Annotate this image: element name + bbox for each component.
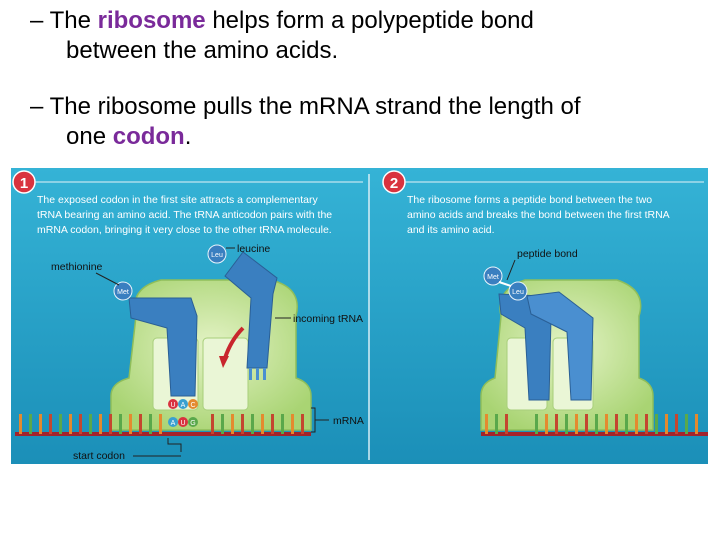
met-label-2: Met (487, 274, 499, 281)
translation-figure: 1 The exposed codon in the first site at… (11, 168, 708, 464)
label-methionine: methionine (51, 261, 103, 273)
label-leucine: leucine (237, 243, 270, 255)
highlight-codon: codon (113, 123, 185, 150)
caption-2-line-3: and its amino acid. (407, 224, 495, 236)
svg-text:U: U (170, 402, 175, 409)
label-mrna: mRNA (333, 415, 364, 427)
bullet-1: – The ribosome helps form a polypeptide … (30, 6, 690, 66)
svg-text:A: A (171, 420, 176, 427)
bullet-1-line-2: between the amino acids. (30, 36, 690, 66)
step-number-2: 2 (390, 175, 398, 192)
bullet-dash: – (30, 93, 43, 120)
leu-label: Leu (211, 252, 223, 259)
bullet-text-pre: The ribosome pulls the m (50, 93, 319, 120)
ribosome-site-a (203, 338, 248, 410)
anticodon-letters: U A C (168, 399, 198, 409)
codon-letters: A U G (168, 417, 198, 427)
svg-text:A: A (181, 402, 186, 409)
bullet-dash: – (30, 7, 43, 34)
label-incoming-trna: incoming tRNA (293, 313, 363, 325)
bullet-text-post: helps form a polypeptide bond (206, 7, 534, 34)
leu-label-2: Leu (512, 289, 524, 296)
caption-1-line-1: The exposed codon in the first site attr… (37, 194, 318, 206)
caption-2-line-1: The ribosome forms a peptide bond betwee… (407, 194, 652, 206)
met-label: Met (117, 289, 129, 296)
label-start-codon: start codon (73, 450, 125, 462)
label-peptide-bond: peptide bond (517, 248, 578, 260)
mrna-bases (19, 414, 304, 434)
highlight-ribosome: ribosome (98, 7, 206, 34)
svg-text:C: C (190, 402, 195, 409)
bullet-line2-pre: one (66, 123, 113, 150)
bullet-text-mid: RNA strand the length of (319, 93, 581, 120)
svg-text:G: G (190, 420, 195, 427)
caption-2-line-2: amino acids and breaks the bond between … (407, 209, 670, 221)
bullet-2-line-2: one codon. (30, 122, 710, 152)
caption-1-line-3: mRNA codon, bringing it very close to th… (37, 224, 332, 236)
caption-1-line-2: tRNA bearing an amino acid. The tRNA ant… (37, 209, 332, 221)
trna-leucine-legs (249, 368, 266, 380)
step-number-1: 1 (20, 175, 28, 192)
bullet-line2-post: . (185, 123, 192, 150)
bullet-2: – The ribosome pulls the mRNA strand the… (30, 92, 710, 152)
svg-text:U: U (180, 420, 185, 427)
bullet-text-pre: The (50, 7, 98, 34)
